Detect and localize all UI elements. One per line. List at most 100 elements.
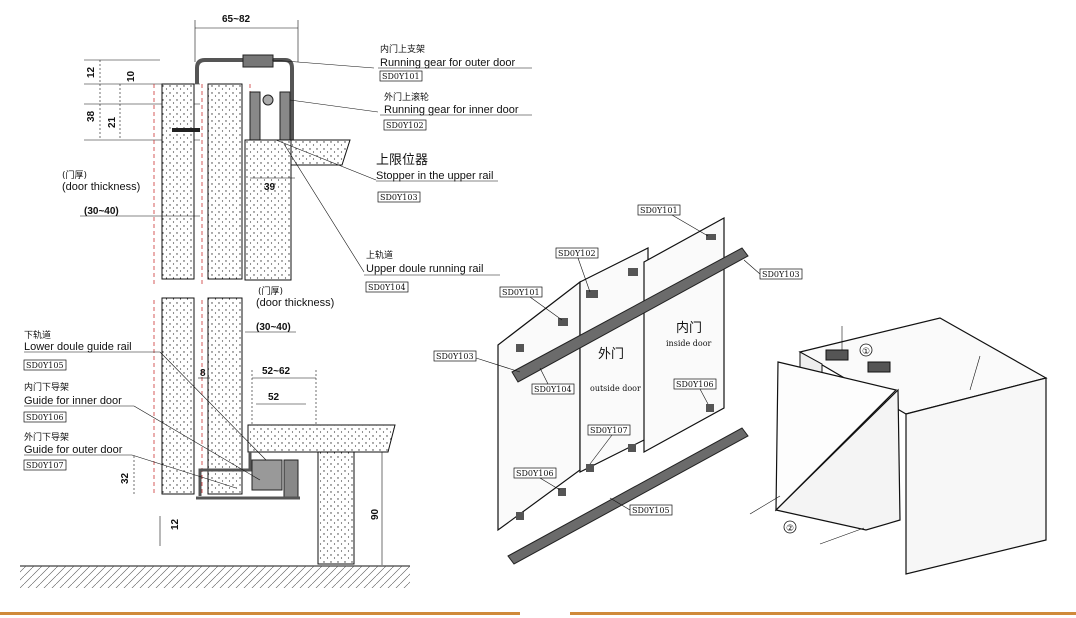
callout-cn: 上限位器	[376, 153, 428, 168]
iso-code-106-left: SD0Y106	[516, 469, 554, 478]
lower-rail-profile	[198, 452, 252, 496]
iso-bracket	[706, 404, 714, 412]
step-marker-2: ②	[786, 523, 794, 533]
callout-code: SD0Y103	[380, 193, 418, 202]
iso-code-107: SD0Y107	[590, 426, 628, 435]
callout-lower-rail: 下轨道 Lower doule guide rail SD0Y105	[23, 329, 267, 461]
upper-cabinet-side	[244, 139, 292, 281]
inside-door-cn: 内门	[676, 320, 702, 336]
iso-code-105: SD0Y105	[632, 506, 670, 515]
cabinet-door-face	[775, 361, 898, 512]
dim-label-21: 21	[107, 116, 118, 128]
iso-bracket	[628, 444, 636, 452]
callout-en: Guide for inner door	[24, 395, 122, 407]
dim-label-30-40-b: (30~40)	[256, 322, 291, 333]
inner-door-panel-upper	[207, 83, 243, 280]
iso-bracket	[558, 488, 566, 496]
callout-code: SD0Y102	[386, 121, 424, 130]
dim-label-30-40-a: (30~40)	[84, 206, 119, 217]
callout-code: SD0Y106	[26, 413, 64, 422]
cabinet-swing-door	[774, 388, 901, 531]
dim-label-39: 39	[264, 182, 276, 193]
callout-guide-inner: 内门下导架 Guide for inner door SD0Y106	[23, 381, 261, 481]
iso-bracket	[558, 318, 568, 326]
dim-label-52-62: 52~62	[262, 366, 291, 377]
outside-door-en: outside door	[590, 384, 641, 393]
outside-door-cn: 外门	[598, 347, 624, 362]
iso-code-labels: SD0Y101 SD0Y102 SD0Y101 SD0Y103 SD0Y103 …	[433, 204, 803, 516]
callout-stopper: 上限位器 Stopper in the upper rail SD0Y103	[275, 139, 498, 203]
iso-code-103-right: SD0Y103	[762, 270, 800, 279]
inside-door-en: inside door	[666, 339, 712, 348]
dim-label-12-top: 12	[86, 66, 97, 78]
iso-bracket	[586, 290, 598, 298]
dim-label-32: 32	[120, 472, 131, 484]
section-drawing: 65~82 12 10 38 21 39	[20, 14, 532, 588]
iso-code-104: SD0Y104	[534, 385, 572, 394]
step-marker-1: ①	[862, 346, 870, 356]
callout-en: Running gear for outer door	[380, 57, 515, 69]
cabinet-right-door	[905, 377, 1047, 575]
callout-cn: 内门上支架	[380, 43, 425, 55]
callout-code: SD0Y107	[26, 461, 64, 470]
roller-wheel	[262, 94, 274, 106]
inner-door-panel-lower	[207, 297, 243, 495]
footer-accent-left	[0, 612, 520, 615]
door-thickness-cn-2: (门厚)	[258, 285, 283, 297]
callout-cn: 外门上滚轮	[384, 91, 429, 103]
outer-door-panel-lower	[161, 297, 195, 495]
callout-running-gear-outer: 内门上支架 Running gear for outer door SD0Y10…	[271, 43, 532, 82]
cabinet-roller	[825, 349, 849, 361]
callout-en: Guide for outer door	[24, 444, 123, 456]
callout-code: SD0Y105	[26, 361, 64, 370]
lower-guide-shape-2	[283, 459, 299, 499]
callout-code: SD0Y104	[368, 283, 406, 292]
footer-accent-right	[570, 612, 1076, 615]
callout-cn: 下轨道	[24, 329, 51, 341]
iso-bracket	[586, 464, 594, 472]
lower-cabinet-slab	[247, 424, 396, 453]
running-gear-inner-shape-2	[279, 91, 291, 141]
door-thickness-en-2: (door thickness)	[256, 297, 334, 309]
iso-code-102: SD0Y102	[558, 249, 596, 258]
iso-code-103-left: SD0Y103	[436, 352, 474, 361]
iso-upper-rail	[511, 247, 749, 383]
outer-door-panel-upper	[161, 83, 195, 280]
iso-bracket	[516, 512, 524, 520]
callout-cn: 外门下导架	[24, 431, 69, 443]
dim-label-90: 90	[370, 508, 381, 520]
isometric-exploded-view: 外门 outside door 内门 inside door SD0Y101 S…	[433, 204, 803, 565]
floor-hatch	[20, 566, 410, 588]
lower-cabinet-leg	[317, 451, 355, 565]
door-thickness-en-1: (door thickness)	[62, 181, 140, 193]
callout-upper-rail: 上轨道 Upper doule running rail SD0Y104	[283, 143, 500, 293]
dim-label-8: 8	[200, 368, 206, 379]
iso-bracket	[628, 268, 638, 276]
callout-en: Stopper in the upper rail	[376, 170, 493, 182]
iso-lower-rail	[507, 427, 749, 565]
lower-guide-shape-1	[251, 459, 283, 491]
callout-running-gear-inner: 外门上滚轮 Running gear for inner door SD0Y10…	[289, 91, 532, 131]
callout-cn: 上轨道	[366, 249, 393, 261]
cabinet-illustration: ① ②	[749, 317, 1048, 575]
callout-en: Running gear for inner door	[384, 104, 519, 116]
callout-cn: 内门下导架	[24, 381, 69, 393]
arrow-line	[749, 495, 781, 515]
dim-label-65-82: 65~82	[222, 14, 251, 25]
door-thickness-cn-1: (门厚)	[62, 169, 87, 181]
iso-code-106-right: SD0Y106	[676, 380, 714, 389]
dim-label-10: 10	[126, 70, 137, 82]
iso-code-101-left: SD0Y101	[502, 288, 540, 297]
iso-code-101-top: SD0Y101	[640, 206, 678, 215]
callout-en: Upper doule running rail	[366, 263, 483, 275]
iso-bracket	[516, 344, 524, 352]
running-gear-outer-shape	[242, 54, 274, 68]
dim-label-12-bottom: 12	[170, 518, 181, 530]
callout-en: Lower doule guide rail	[24, 341, 132, 353]
iso-bracket	[706, 234, 716, 240]
dim-label-52: 52	[268, 392, 280, 403]
dim-top-width: 65~82	[194, 14, 299, 62]
callout-guide-outer: 外门下导架 Guide for outer door SD0Y107	[23, 431, 237, 489]
arrow-line	[819, 527, 865, 545]
